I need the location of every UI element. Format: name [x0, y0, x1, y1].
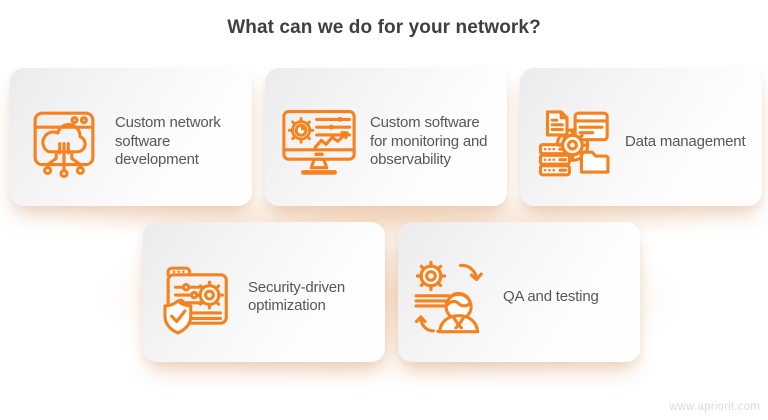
qa-engineer-cycle-icon [413, 258, 491, 336]
card-label: Data management [625, 132, 746, 150]
card-label: Custom network software development [115, 114, 221, 169]
secure-settings-shield-icon [158, 258, 236, 336]
card-label: Custom software for monitoring and obser… [370, 114, 488, 169]
card-qa-and-testing: QA and testing [398, 222, 640, 362]
monitor-dashboard-icon [280, 103, 358, 181]
watermark: www.apriorit.com [669, 401, 760, 413]
card-security-driven-optimization: Security-driven optimization [143, 222, 385, 362]
data-management-gear-icon [535, 103, 613, 181]
card-label: QA and testing [503, 287, 599, 305]
page-title: What can we do for your network? [227, 17, 541, 38]
card-label: Security-driven optimization [248, 278, 346, 315]
browser-cloud-network-icon [25, 103, 103, 181]
card-data-management: Data management [520, 68, 762, 206]
card-custom-network-software-development: Custom network software development [10, 68, 252, 206]
card-custom-software-monitoring-observability: Custom software for monitoring and obser… [265, 68, 507, 206]
